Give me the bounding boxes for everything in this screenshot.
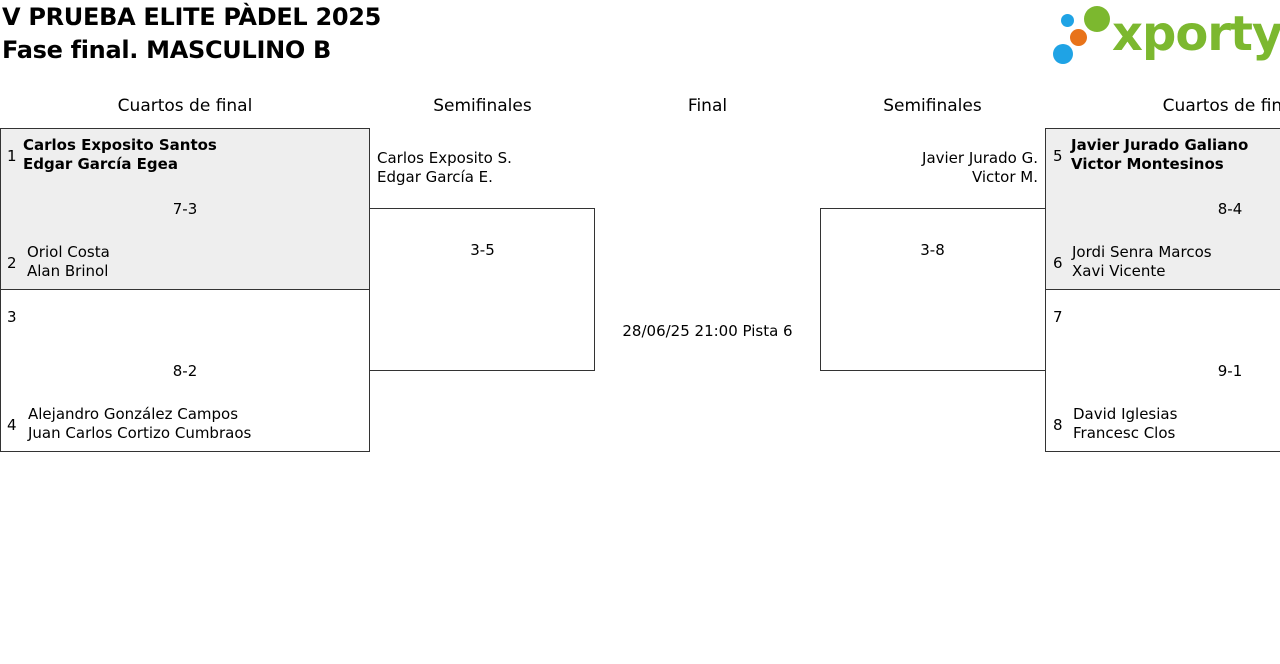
player-name[interactable]: Jordi Senra Marcos xyxy=(1072,243,1212,261)
tournament-title: V PRUEBA ELITE PÀDEL 2025 xyxy=(2,3,382,31)
seed-number: 3 xyxy=(7,308,17,326)
seed-number: 2 xyxy=(7,254,17,272)
logo-orange-dot xyxy=(1070,29,1087,46)
player-name[interactable]: Francesc Clos xyxy=(1073,424,1176,442)
player-name[interactable]: Juan Carlos Cortizo Cumbraos xyxy=(28,424,252,442)
match-score: 8-4 xyxy=(1217,200,1243,218)
player-name[interactable]: Xavi Vicente xyxy=(1072,262,1166,280)
seed-number: 4 xyxy=(7,416,17,434)
xporty-logo[interactable]: xporty xyxy=(1050,4,1280,68)
match-left-semifinal[interactable] xyxy=(369,208,595,371)
match-score: 3-5 xyxy=(470,241,495,259)
player-name[interactable]: Alejandro González Campos xyxy=(28,405,239,423)
player-name[interactable]: Javier Jurado Galiano xyxy=(1071,136,1249,154)
round-heading-left-quarterfinals: Cuartos de final xyxy=(117,96,253,116)
match-score: 8-2 xyxy=(172,362,198,380)
match-right-qf-1[interactable] xyxy=(1045,128,1280,290)
logo-blue-dot-small xyxy=(1061,14,1074,27)
player-name[interactable]: Carlos Exposito Santos xyxy=(23,136,217,154)
seed-number: 6 xyxy=(1053,254,1063,272)
player-name[interactable]: Javier Jurado G. xyxy=(922,149,1038,167)
player-name[interactable]: Oriol Costa xyxy=(27,243,110,261)
player-name[interactable]: Carlos Exposito S. xyxy=(377,149,512,167)
player-name[interactable]: Victor M. xyxy=(971,168,1038,186)
logo-green-dot xyxy=(1084,6,1110,32)
player-name[interactable]: Alan Brinol xyxy=(27,262,109,280)
match-left-qf-1[interactable] xyxy=(0,128,370,290)
match-score: 9-1 xyxy=(1217,362,1243,380)
phase-subtitle: Fase final. MASCULINO B xyxy=(2,36,332,64)
player-name[interactable]: Edgar García Egea xyxy=(23,155,178,173)
player-name[interactable]: Victor Montesinos xyxy=(1071,155,1224,173)
logo-blue-dot-large xyxy=(1053,44,1073,64)
match-score: 7-3 xyxy=(172,200,198,218)
seed-number: 5 xyxy=(1053,147,1063,165)
seed-number: 8 xyxy=(1053,416,1063,434)
seed-number: 1 xyxy=(7,147,17,165)
logo-wordmark: xporty xyxy=(1112,6,1280,62)
match-right-semifinal[interactable] xyxy=(820,208,1046,371)
round-heading-left-semifinals: Semifinales xyxy=(433,96,532,116)
final-schedule: 28/06/25 21:00 Pista 6 xyxy=(622,322,793,340)
match-right-qf-2[interactable] xyxy=(1045,289,1280,452)
player-name[interactable]: David Iglesias xyxy=(1073,405,1178,423)
player-name[interactable]: Edgar García E. xyxy=(377,168,493,186)
round-heading-final: Final xyxy=(687,96,728,116)
seed-number: 7 xyxy=(1053,308,1063,326)
round-heading-right-semifinals: Semifinales xyxy=(883,96,982,116)
match-score: 3-8 xyxy=(920,241,945,259)
round-heading-right-quarterfinals: Cuartos de final xyxy=(1162,96,1280,116)
